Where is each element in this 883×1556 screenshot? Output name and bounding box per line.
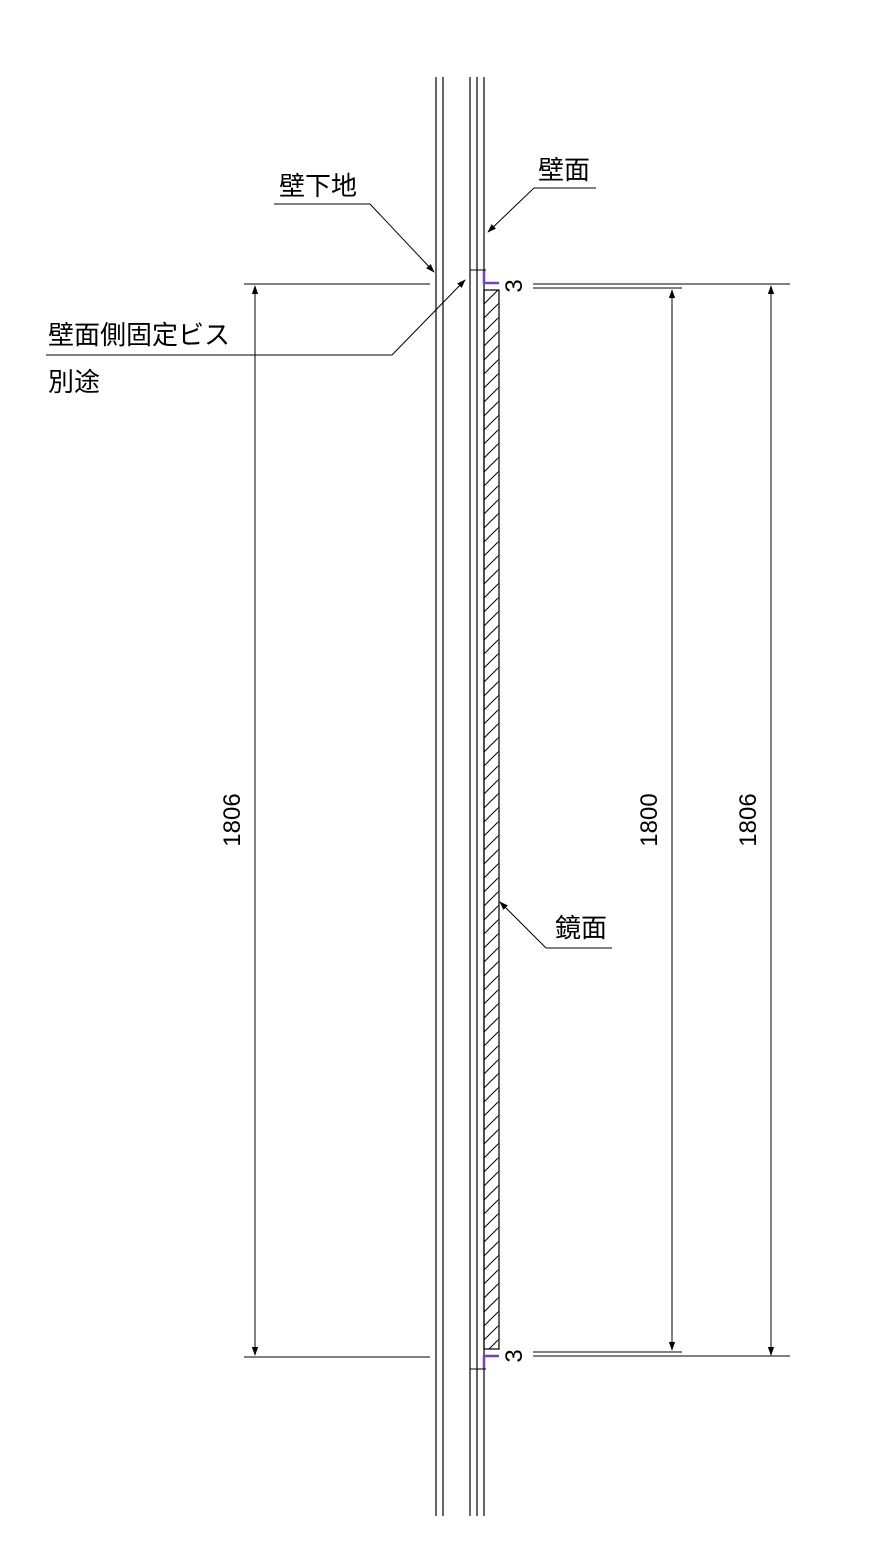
mirror-panel [483, 289, 500, 1350]
extension-lines [244, 283, 790, 1358]
dimension-label-top-gap: 3 [501, 279, 528, 292]
label-wall-screw: 壁面側固定ビス [48, 320, 230, 350]
leader-wall-screw: 壁面側固定ビス 別途 [46, 279, 466, 397]
wall-layers [435, 77, 485, 1516]
label-wall-surface: 壁面 [538, 155, 590, 185]
top-bracket [470, 269, 499, 285]
leader-wall-base: 壁下地 [274, 171, 435, 273]
dimension-right-1806: 1806 [735, 285, 775, 1356]
dimension-label-left-total: 1806 [219, 793, 246, 846]
leader-wall-surface: 壁面 [487, 155, 596, 233]
dimension-label-right-total: 1806 [735, 793, 762, 846]
bottom-bracket [470, 1354, 499, 1370]
leader-mirror: 鏡面 [499, 901, 612, 949]
label-mirror: 鏡面 [555, 913, 607, 943]
label-wall-base: 壁下地 [279, 171, 357, 201]
dimension-label-mirror-height: 1800 [636, 793, 663, 846]
dimension-left-1806: 1806 [219, 285, 259, 1356]
dimension-mirror-1800: 1800 [636, 289, 676, 1351]
dimension-label-bottom-gap: 3 [501, 1349, 528, 1362]
label-screw-separate: 別途 [48, 367, 100, 397]
